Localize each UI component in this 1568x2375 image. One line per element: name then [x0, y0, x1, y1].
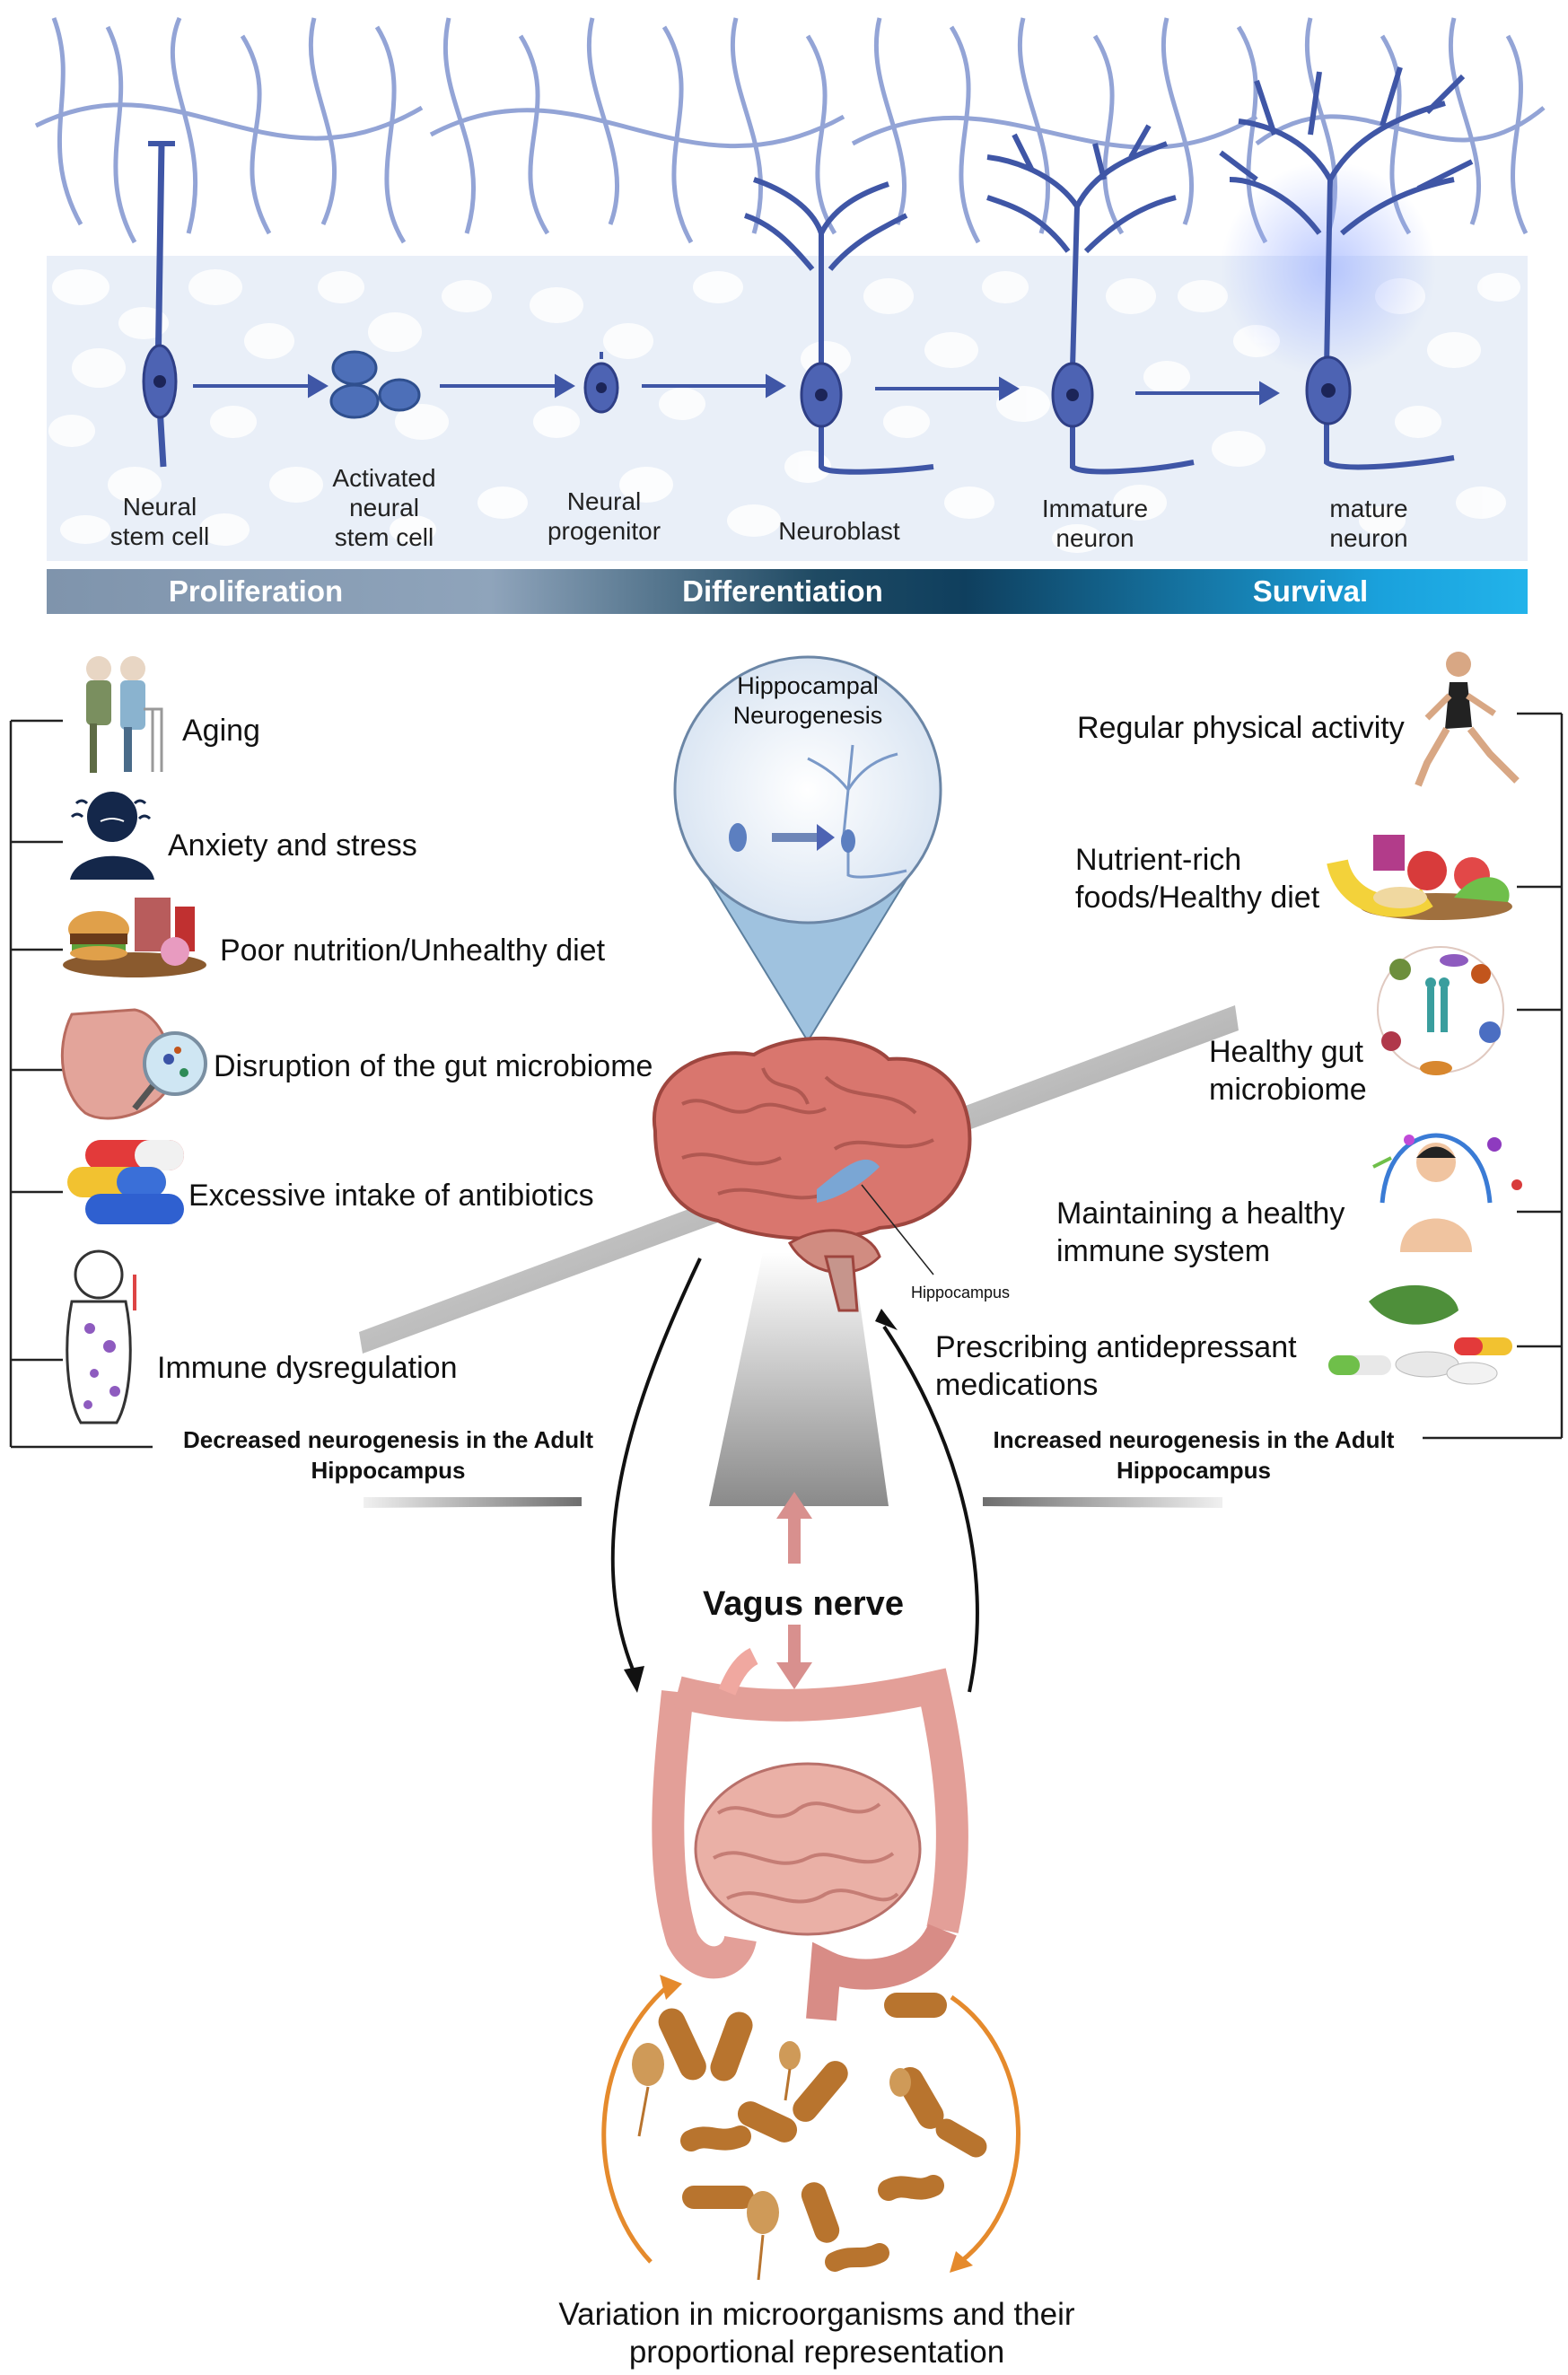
- brain-to-gut-arrow: [610, 1258, 702, 1670]
- bacteria-cluster: [632, 1993, 987, 2281]
- bacteria-cycle-arrows: [601, 1984, 1021, 2264]
- factor-immune-dysregulation: Immune dysregulation: [157, 1351, 458, 1385]
- immune-dysregulation-icon: [66, 1249, 136, 1424]
- phase-bar: [47, 569, 1528, 614]
- left-plate: [364, 1497, 582, 1508]
- stage-label-immature-neuron: Immature neuron: [1041, 495, 1149, 552]
- factor-antidepressant-medications: Prescribing antidepressant medications: [935, 1330, 1297, 1402]
- hippocampus-label: Hippocampus: [911, 1284, 1011, 1301]
- neural-stem-cell-icon: [142, 141, 178, 468]
- anxiety-stress-icon: [70, 792, 154, 880]
- hippocampal-bubble: [673, 655, 942, 925]
- phase-label-differentiation: Differentiation: [682, 574, 883, 608]
- phase-label-proliferation: Proliferation: [168, 574, 344, 608]
- balance-stand: [709, 1252, 889, 1506]
- stage-label-neural-stem-cell: Neural stem cell: [109, 493, 210, 550]
- hippocampal-arrow: [772, 824, 835, 851]
- right-plate: [983, 1497, 1222, 1508]
- factor-poor-nutrition: Poor nutrition/Unhealthy diet: [220, 933, 606, 968]
- factor-anxiety-stress: Anxiety and stress: [168, 828, 417, 863]
- antidepressant-pills-icon: [1328, 1284, 1512, 1385]
- vagus-nerve-label: Vagus nerve: [703, 1585, 904, 1623]
- right-bracket: [1423, 712, 1564, 1440]
- phase-label-survival: Survival: [1252, 574, 1369, 608]
- decreased-neurogenesis-title: Decreased neurogenesis in the Adult Hipp…: [182, 1426, 594, 1484]
- stage-arrows: [193, 373, 1280, 406]
- balance-illustration: [9, 652, 1564, 2281]
- healthy-food-icon: [1327, 835, 1512, 920]
- runner-icon: [1415, 652, 1520, 787]
- vagus-double-arrow: [776, 1492, 812, 1689]
- neurogenesis-illustration: [34, 17, 1546, 561]
- antibiotics-icon: [67, 1140, 184, 1224]
- gut-microbiome-disruption-icon: [60, 1008, 207, 1120]
- hippocampal-neuron-icon: [807, 744, 907, 879]
- unhealthy-food-icon: [63, 898, 206, 977]
- healthy-gut-microbiome-icon: [1377, 946, 1504, 1075]
- factor-physical-activity: Regular physical activity: [1077, 711, 1405, 745]
- factor-gut-microbiome-disruption: Disruption of the gut microbiome: [214, 1049, 653, 1083]
- stage-label-neuroblast: Neuroblast: [778, 517, 900, 545]
- immature-neuron-icon: [986, 124, 1195, 475]
- stage-label-neural-progenitor: Neural progenitor: [547, 487, 661, 545]
- activated-neural-stem-cell-icon: [329, 350, 421, 419]
- factor-healthy-immune-system: Maintaining a healthy immune system: [1056, 1196, 1345, 1268]
- intestine-icon: [652, 1648, 968, 2021]
- mature-neuron-icon: [1219, 66, 1474, 470]
- brain-icon: [652, 1036, 972, 1312]
- aging-icon: [86, 656, 163, 773]
- neural-progenitor-icon: [583, 352, 619, 414]
- neuroblast-icon: [744, 177, 934, 475]
- microorganism-variation-label: Variation in microorganisms and their pr…: [558, 2297, 1075, 2370]
- factor-aging: Aging: [182, 714, 260, 748]
- increased-neurogenesis-title: Increased neurogenesis in the Adult Hipp…: [993, 1426, 1395, 1484]
- stage-label-activated-neural-stem-cell: Activated neural stem cell: [332, 464, 436, 551]
- left-bracket: [9, 719, 153, 1449]
- fiber-network: [34, 17, 1546, 244]
- factor-excessive-antibiotics: Excessive intake of antibiotics: [188, 1179, 594, 1213]
- gut-to-brain-arrow: [882, 1325, 979, 1693]
- healthy-immune-system-icon: [1372, 1133, 1522, 1252]
- factor-healthy-diet: Nutrient-rich foods/Healthy diet: [1075, 843, 1320, 915]
- stage-label-mature-neuron: mature neuron: [1329, 495, 1408, 552]
- hippocampal-neurogenesis-title: Hippocampal Neurogenesis: [732, 672, 883, 729]
- factor-healthy-gut-microbiome: Healthy gut microbiome: [1209, 1035, 1367, 1107]
